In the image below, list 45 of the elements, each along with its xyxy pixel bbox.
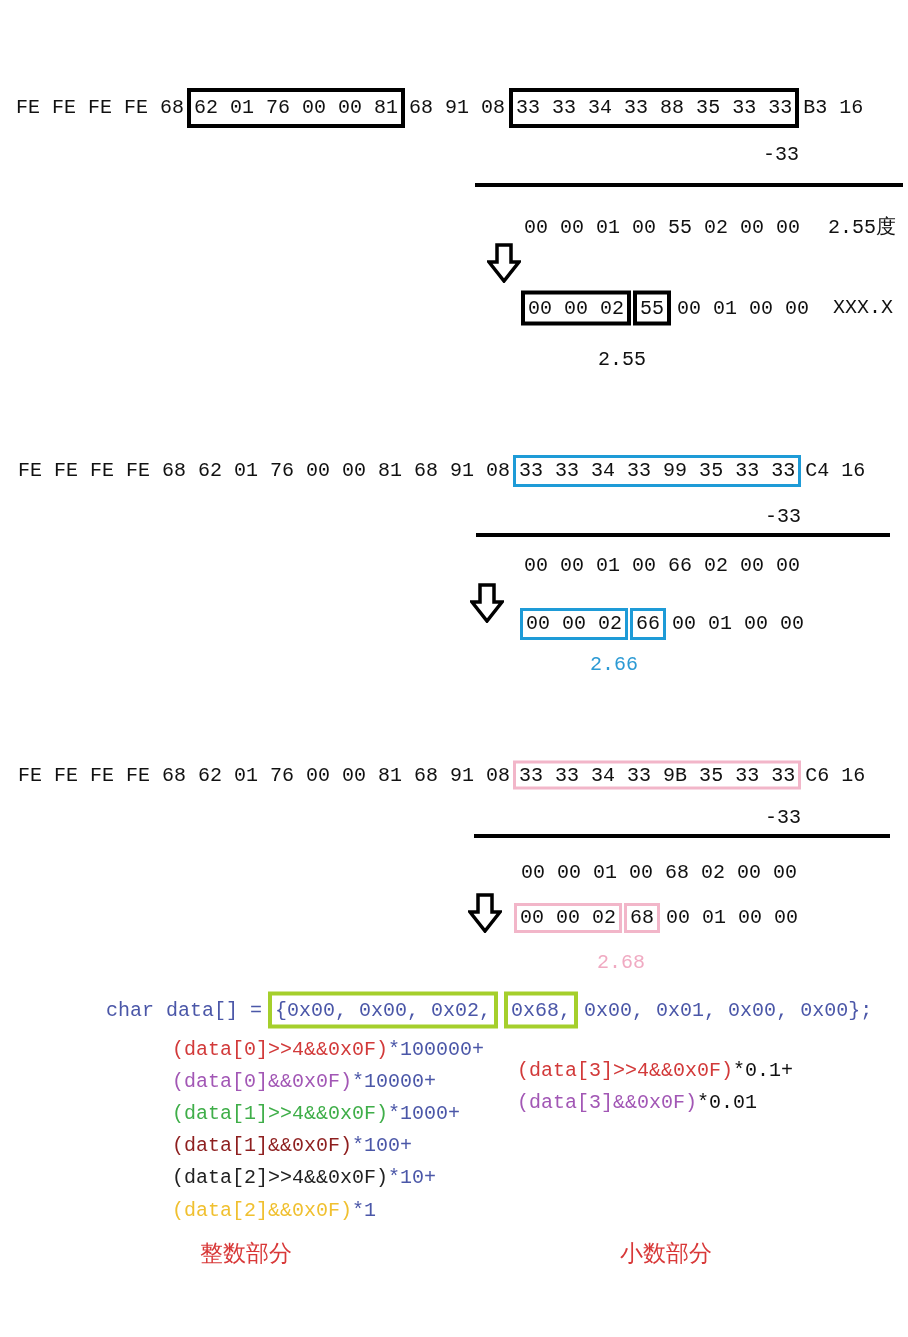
hex-frame-text: B3 16 [803, 96, 864, 120]
hex-frame-text: 68 91 08 [409, 96, 506, 120]
highlighted-bytes: 00 00 02 [514, 903, 622, 933]
highlighted-bytes: 33 33 34 33 88 35 33 33 [509, 88, 800, 128]
formula-line: (data[0]>>4&&0x0F)*100000+ [172, 1038, 485, 1062]
reading-value: 2.55度 [828, 216, 896, 240]
hex-frame-text: FE FE FE FE 68 [16, 96, 185, 120]
decoded-bytes: 00 00 01 00 55 02 00 00 [524, 216, 801, 240]
section-caption: 整数部分 [200, 1241, 292, 1265]
decoded-bytes: 00 01 00 00 [666, 906, 799, 930]
subtrahend-value: -33 [763, 143, 799, 167]
highlighted-array-values: {0x00, 0x00, 0x02, [268, 991, 499, 1029]
formula-line: (data[1]>>4&&0x0F)*1000+ [172, 1102, 461, 1126]
highlighted-bytes: 00 00 02 [520, 608, 628, 640]
highlighted-array-values: 0x68, [504, 991, 579, 1029]
code-text: 0x00, 0x01, 0x00, 0x00}; [584, 998, 873, 1022]
hex-frame-text: FE FE FE FE 68 62 01 76 00 00 81 68 91 08 [18, 763, 511, 787]
number-format-pattern: XXX.X [833, 296, 893, 320]
highlighted-bytes: 00 00 02 [521, 290, 631, 326]
hex-frame-text: C6 16 [805, 763, 866, 787]
decoded-bytes: 00 01 00 00 [677, 296, 810, 320]
decoded-bytes: 00 00 01 00 68 02 00 00 [521, 861, 798, 885]
highlighted-bytes: 33 33 34 33 99 35 33 33 [513, 455, 802, 487]
decoded-bytes: 00 00 01 00 66 02 00 00 [524, 554, 801, 578]
formula-line: (data[2]>>4&&0x0F)*10+ [172, 1166, 437, 1190]
formula-line: (data[0]&&0x0F)*10000+ [172, 1070, 437, 1094]
code-text: char data[] = [106, 998, 263, 1022]
result-value: 2.55 [598, 348, 646, 372]
section-caption: 小数部分 [620, 1241, 712, 1265]
highlighted-bytes: 55 [633, 290, 672, 326]
highlighted-bytes: 66 [630, 608, 667, 640]
formula-line: (data[3]>>4&&0x0F)*0.1+ [517, 1059, 794, 1083]
formula-line: (data[2]&&0x0F)*1 [172, 1199, 377, 1223]
highlighted-bytes: 62 01 76 00 00 81 [187, 88, 406, 128]
result-value: 2.68 [597, 951, 645, 975]
formula-line: (data[1]&&0x0F)*100+ [172, 1134, 413, 1158]
subtrahend-value: -33 [765, 505, 801, 529]
highlighted-bytes: 68 [624, 903, 661, 933]
hex-frame-text: FE FE FE FE 68 62 01 76 00 00 81 68 91 08 [18, 459, 511, 483]
decoded-bytes: 00 01 00 00 [672, 612, 805, 636]
subtrahend-value: -33 [765, 806, 801, 830]
formula-line: (data[3]&&0x0F)*0.01 [517, 1091, 758, 1115]
result-value: 2.66 [590, 653, 638, 677]
hex-frame-text: C4 16 [805, 459, 866, 483]
highlighted-bytes: 33 33 34 33 9B 35 33 33 [513, 760, 802, 790]
